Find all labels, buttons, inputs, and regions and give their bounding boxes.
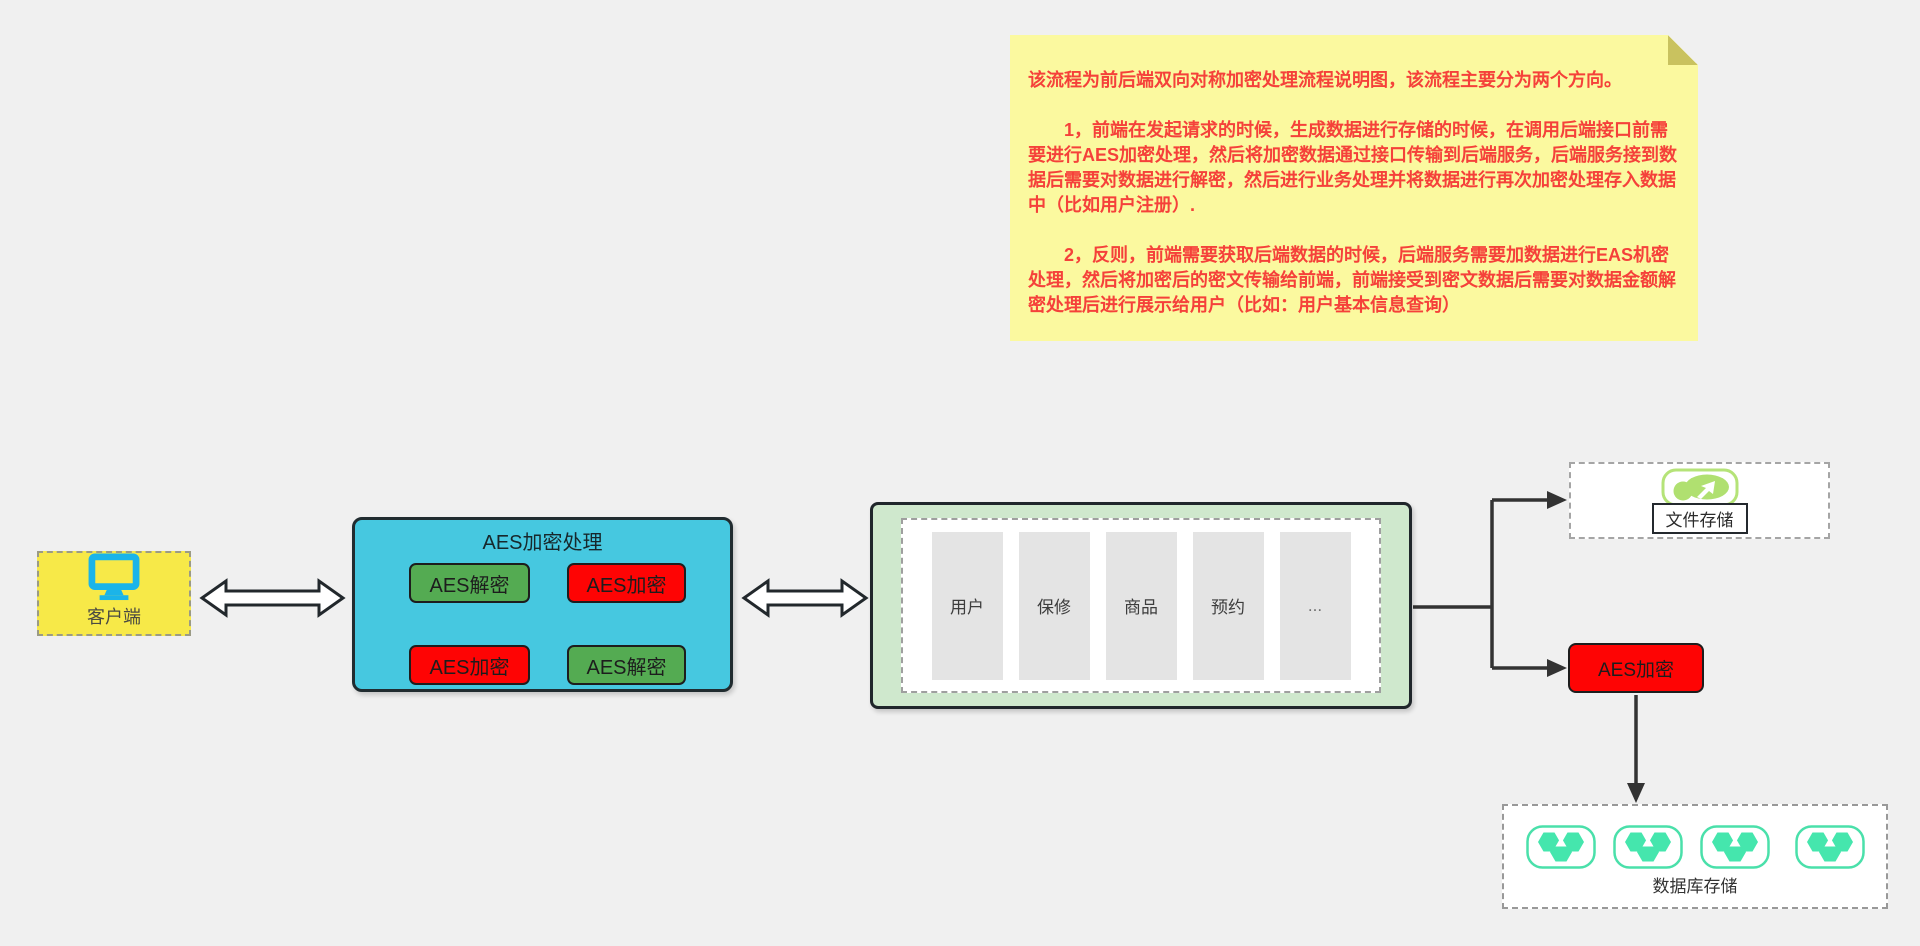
database-icon-row [1525, 825, 1865, 869]
arrowhead-aes-encrypt [1547, 659, 1567, 677]
aes-encrypt-chip-bottom-left: AES加密 [409, 645, 530, 685]
note-intro-text: 该流程为前后端双向对称加密处理流程说明图，该流程主要分为两个方向。 [1028, 70, 1622, 90]
aes-module-title: AES加密处理 [482, 532, 603, 554]
branch-line [1413, 498, 1550, 670]
database-cluster-icon [1612, 825, 1683, 869]
service-item: 商品 [1105, 531, 1177, 680]
services-inner-panel: 用户 保修 商品 预约 ... [901, 518, 1381, 693]
aes-decrypt-chip-top-left: AES解密 [409, 563, 530, 603]
database-cluster-icon [1794, 825, 1865, 869]
aes-encrypt-chip-top-right: AES加密 [567, 563, 686, 603]
double-arrow-aes-services [741, 578, 869, 618]
database-cluster-icon [1699, 825, 1770, 869]
client-label: 客户端 [87, 607, 141, 627]
service-item: 预约 [1192, 531, 1264, 680]
aes-module-node: AES加密处理 AES解密 AES加密 AES加密 AES解密 [352, 517, 733, 692]
sticky-note: 该流程为前后端双向对称加密处理流程说明图，该流程主要分为两个方向。 1，前端在发… [1010, 35, 1698, 341]
note-paragraph-2: 2，反则，前端需要获取后端数据的时候，后端服务需要加数据进行EAS机密处理，然后… [1028, 245, 1676, 315]
arrowhead-database [1627, 783, 1645, 803]
file-storage-node: 文件存储 [1569, 462, 1830, 539]
database-storage-label: 数据库存储 [1652, 877, 1738, 896]
backend-services-node: 用户 保修 商品 预约 ... [870, 502, 1412, 709]
database-cluster-icon [1525, 825, 1596, 869]
service-item-more: ... [1279, 531, 1351, 680]
service-item: 用户 [931, 531, 1003, 680]
note-paragraph-1: 1，前端在发起请求的时候，生成数据进行存储的时候，在调用后端接口前需要进行AES… [1028, 120, 1678, 215]
file-storage-label: 文件存储 [1651, 503, 1748, 534]
service-item: 保修 [1018, 531, 1090, 680]
client-node: 客户端 [37, 551, 191, 636]
double-arrow-client-aes [199, 578, 346, 618]
database-storage-node: 数据库存储 [1502, 804, 1888, 909]
aes-decrypt-chip-bottom-right: AES解密 [567, 645, 686, 685]
arrowhead-file-storage [1547, 491, 1567, 509]
aes-encrypt-node: AES加密 [1568, 643, 1704, 693]
cloud-upload-icon [1661, 468, 1738, 507]
monitor-icon [88, 553, 140, 601]
